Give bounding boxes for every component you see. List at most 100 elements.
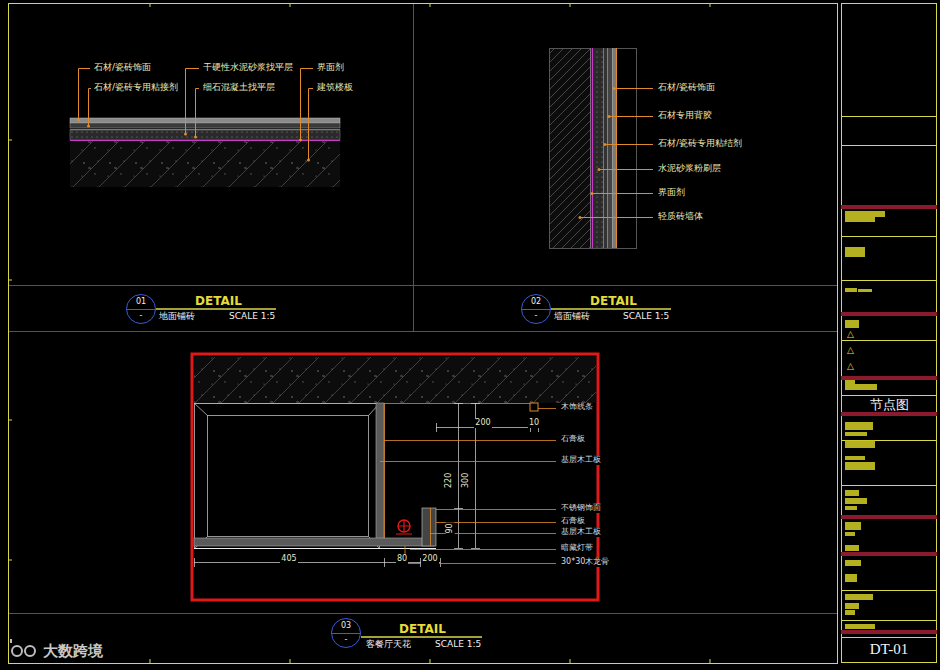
watermark: 大数跨境 [42,643,104,660]
drawing-path [841,117,937,638]
callout-label: 石膏板 [560,517,586,526]
drawing-rect [841,515,937,519]
dimension: 90 [446,522,455,534]
drawing-rect [70,130,340,140]
drawing-g [579,87,616,219]
title-block-cell: 节点图 [842,396,936,415]
drawing-rect [208,416,369,537]
callout-number: 01 [136,298,146,307]
drawing-rect [845,320,859,328]
drawing-rect [845,456,865,460]
drawing-circle [184,133,187,136]
drawing-rect [845,532,855,536]
drawing-rect [845,247,865,257]
detail-callout-circle: 02- [521,294,551,324]
drawing-rect [841,630,937,634]
callout-label: 木饰线条 [560,403,594,412]
drawing-path [9,331,837,332]
drawing-rect [194,538,434,546]
callout-label: 石材/瓷砖饰面 [93,63,152,73]
dimension: 200 [474,419,491,428]
detail-callout-circle: 03- [331,618,361,648]
drawing-rect [845,594,873,600]
drawing-path [195,404,380,549]
drawing-circle [87,125,90,128]
drawing-rect [845,440,875,448]
sheet-title: 节点图 [870,398,909,412]
drawing-g [79,69,314,161]
detail-callout-circle: 01- [126,294,156,324]
detail-title: DETAIL [398,623,447,636]
drawing-g [194,403,539,567]
sheet-title: DT-01 [870,641,909,658]
drawing-line [156,308,276,310]
floor-tile-detail [70,69,340,188]
callout-label: 石膏板 [560,435,586,444]
drawing-rect [845,506,857,510]
drawing-rect [841,376,937,380]
scale-note: SCALE 1:5 [622,312,670,322]
callout-divider [522,309,550,310]
drawing-path [309,89,314,161]
revision-mark: △ [846,346,855,356]
drawing-rect [845,574,857,582]
drawing-rect [845,462,875,470]
drawing-g [380,409,556,564]
sheet-frame [8,3,838,664]
callout-label: 细石混凝土找平层 [202,83,276,93]
drawing-rect [841,412,937,416]
callout-label: 界面剂 [657,188,686,198]
drawing-rect [9,4,838,664]
callout-label: 界面剂 [316,63,345,73]
wall-tile-detail [549,48,653,249]
drawing-line [194,548,436,549]
drawing-rect [842,4,937,663]
sheet-reference: - [345,636,348,645]
drawing-rect [70,141,340,187]
drawing-rect [845,288,857,292]
drawing-rect [845,545,859,551]
title-underlines [156,309,671,637]
drawing-rect [858,289,872,292]
drawing-line [384,403,385,541]
callout-label: 石材/瓷砖专用粘结剂 [657,139,743,149]
drawing-rect [845,610,855,615]
title-block-cell: DT-01 [842,638,936,661]
drawing-circle [608,115,611,118]
drawing-rect [845,624,875,629]
revision-mark: △ [846,330,855,340]
drawing-circle [598,168,601,171]
drawing-rect [841,552,937,556]
callout-number: 02 [531,298,541,307]
drawing-path [186,69,200,135]
drawing-circle [77,119,80,122]
drawing-path [10,639,12,643]
dimension: 405 [280,555,297,564]
callout-label: 石材/瓷砖专用粘接剂 [93,83,179,93]
drawing-path [8,3,710,663]
drawing-rect [422,508,436,546]
revision-mark: △ [846,362,855,372]
drawing-path [89,89,92,127]
drawing-rect [845,603,859,609]
scale-note: SCALE 1:5 [228,312,276,322]
drawing-rect [845,384,877,390]
drawing-rect [845,498,867,504]
drawing-rect [841,205,937,209]
drawing-rect [530,403,538,411]
drawing-path [413,4,414,331]
drawing-circle [579,216,582,219]
dimension: 80 [396,555,408,564]
drawing-rect [845,422,873,430]
panel-dividers [9,4,837,614]
callout-divider [127,309,155,310]
drawing-rect [845,211,885,217]
drawing-circle [604,143,607,146]
callout-divider [332,633,360,634]
drawing-rect [195,404,380,549]
drawing-rect [192,354,598,600]
drawing-line [361,636,482,638]
drawing-rect [845,380,855,384]
drawing-g [77,119,310,162]
